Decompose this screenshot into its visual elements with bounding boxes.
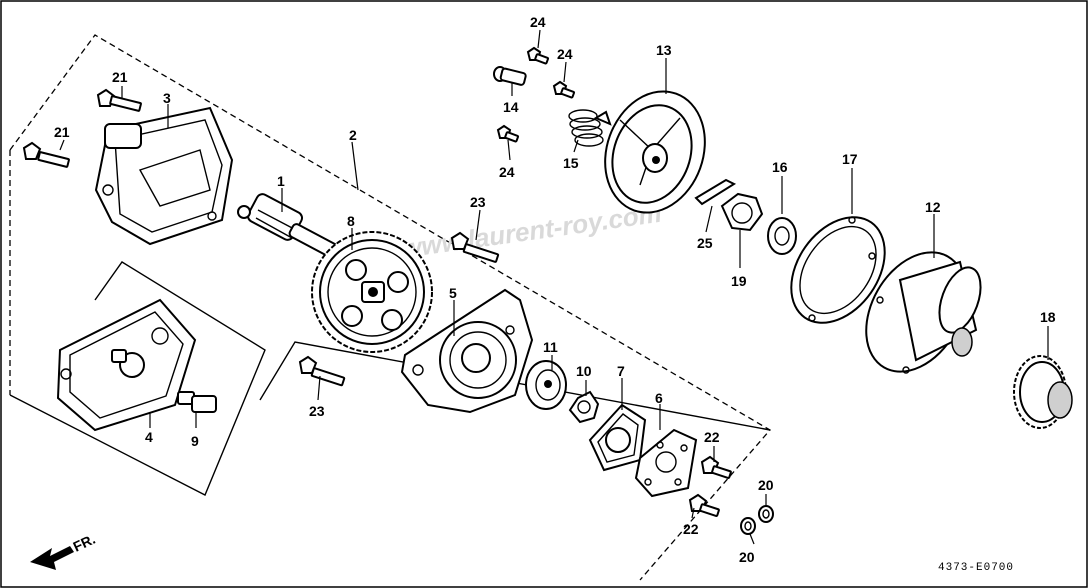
washer-20-b	[740, 517, 756, 535]
outer-rotor-part	[568, 390, 600, 424]
label-part-9: 9	[191, 433, 199, 449]
leader-lines	[59, 29, 1049, 545]
gasket-17-part	[790, 216, 886, 324]
label-part-20-a: 20	[739, 549, 755, 565]
bolt-21-upper	[96, 88, 142, 112]
bolt-23-upper	[450, 231, 500, 263]
label-part-25: 25	[697, 235, 713, 251]
drive-pin-part	[177, 391, 217, 413]
drive-drum-part	[604, 90, 706, 214]
label-part-12: 12	[925, 199, 941, 215]
drawing-code: 4373-E0700	[938, 562, 1014, 574]
callout-labels: 1 2 3 4 5 6 7 8 9 10 11 12 13 14 15 16 1…	[54, 14, 1056, 565]
bolt-23-lower	[298, 355, 346, 387]
label-part-7: 7	[617, 363, 625, 379]
label-part-20-b: 20	[758, 477, 774, 493]
lower-cover-part	[56, 298, 197, 432]
label-part-24-c: 24	[499, 164, 515, 180]
label-part-1: 1	[277, 173, 285, 189]
label-part-2: 2	[349, 127, 357, 143]
label-part-4: 4	[145, 429, 153, 445]
cover-subassembly-box	[9, 261, 266, 496]
screw-24-middle	[552, 80, 575, 99]
cotter-pin-25-part	[694, 178, 737, 206]
pump-subassembly-box	[259, 341, 771, 431]
hub-flange-12-part	[865, 251, 982, 374]
castle-nut-19-part	[720, 192, 764, 232]
label-part-14: 14	[503, 99, 519, 115]
label-part-3: 3	[163, 90, 171, 106]
upper-cover-part	[94, 106, 234, 246]
inner-rotor-part	[525, 360, 567, 410]
pump-body-part	[400, 288, 534, 414]
spring-15-part	[568, 109, 612, 147]
label-part-6: 6	[655, 390, 663, 406]
driven-gear-part	[311, 231, 433, 353]
label-part-16: 16	[772, 159, 788, 175]
label-part-24-b: 24	[557, 46, 573, 62]
pump-cover-plate-part	[634, 428, 698, 498]
label-part-23-a: 23	[470, 194, 486, 210]
bolt-21-lower	[22, 141, 70, 168]
pump-gasket-part	[588, 403, 647, 472]
label-part-22-a: 22	[704, 429, 720, 445]
label-part-21-a: 21	[112, 69, 128, 85]
label-part-8: 8	[347, 213, 355, 229]
label-part-19: 19	[731, 273, 747, 289]
label-part-23-b: 23	[309, 403, 325, 419]
label-part-22-b: 22	[683, 521, 699, 537]
label-part-5: 5	[449, 285, 457, 301]
spline-gear-18-part	[1013, 355, 1073, 429]
screw-24-lower	[496, 124, 519, 143]
label-part-18: 18	[1040, 309, 1056, 325]
bolt-22-lower	[688, 493, 720, 517]
label-part-15: 15	[563, 155, 579, 171]
screw-24-top	[526, 46, 549, 65]
washer-20-a	[758, 505, 774, 523]
label-part-11: 11	[543, 339, 558, 355]
label-part-21-b: 21	[54, 124, 70, 140]
label-part-17: 17	[842, 151, 858, 167]
washer-16-part	[767, 217, 797, 255]
label-part-24-a: 24	[530, 14, 546, 30]
label-part-13: 13	[656, 42, 672, 58]
label-part-10: 10	[576, 363, 592, 379]
